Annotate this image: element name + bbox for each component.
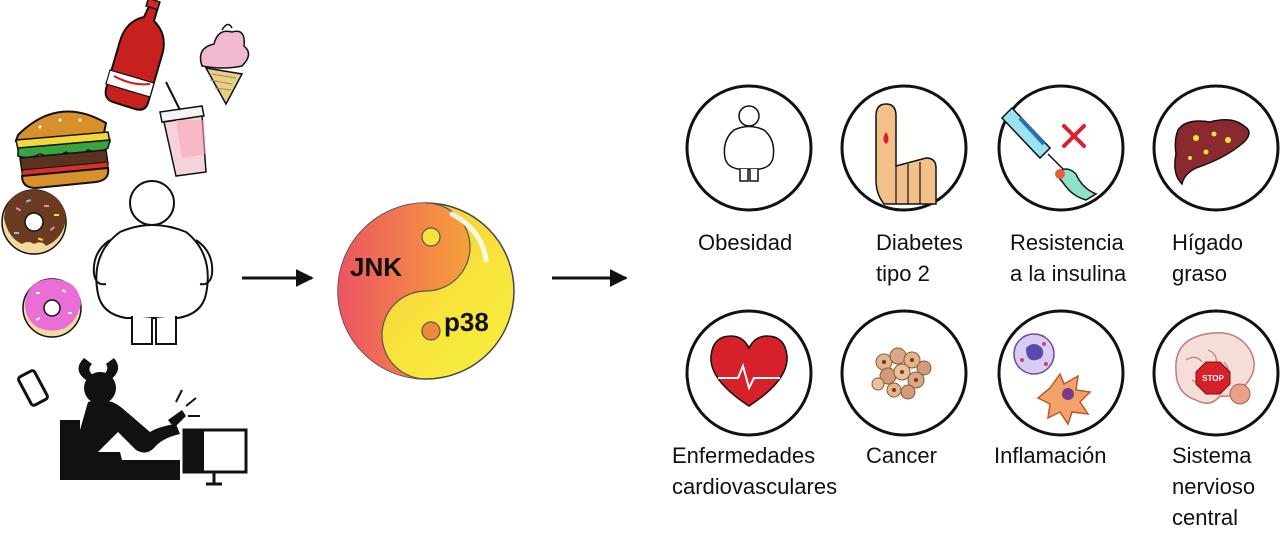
couch-potato-icon [60,358,200,480]
ice-cream-icon [199,23,250,106]
chocolate-donut-icon [1,189,67,255]
condition-label-insulina: Resistencia a la insulina [1010,227,1126,289]
obese-person-icon [723,105,775,182]
brain-stop-icon: STOP [1175,332,1255,405]
syringe-cross-icon [1000,106,1098,201]
phone-icon [17,369,49,407]
insulin-circle [997,84,1125,212]
obese-person-icon [92,180,214,345]
burger-icon [14,110,111,190]
tumor-cells-icon [871,347,932,400]
cola-bottle-icon [104,0,165,111]
condition-label-higado: Hígado graso [1172,227,1243,289]
label-line: tipo 2 [876,261,930,286]
inflammation-circle [997,309,1125,437]
pink-donut-icon [22,278,82,338]
label-line: central [1172,505,1239,530]
condition-label-cns: Sistema nervioso central [1172,440,1255,533]
label-line: Inflamación [994,443,1107,468]
condition-label-diabetes: Diabetes tipo 2 [876,227,963,289]
jnk-dot [421,227,441,247]
condition-label-obesidad: Obesidad [698,227,792,258]
blood-drop-finger-icon [875,103,937,205]
p38-dot [421,321,441,341]
label-line: Enfermedades [672,443,816,468]
yin-yang-symbol: JNK p38 [337,202,515,380]
jnk-label: JNK [350,252,402,282]
label-line: cardiovasculares [672,474,838,499]
condition-label-cardio: Enfermedades cardiovasculares [672,440,837,502]
label-line: Hígado [1172,230,1243,255]
soda-cup-icon [159,81,207,177]
p38-label: p38 [444,307,489,337]
label-line: Cancer [866,443,937,468]
label-line: a la insulina [1010,261,1127,286]
tv-icon [182,428,248,486]
label-line: Sistema [1172,443,1252,468]
heart-ecg-icon [710,335,788,407]
label-line: Obesidad [698,230,793,255]
label-line: Resistencia [1010,230,1124,255]
label-line: Diabetes [876,230,963,255]
condition-label-inflamacion: Inflamación [994,440,1107,471]
label-line: graso [1172,261,1228,286]
label-line: nervioso [1172,474,1256,499]
condition-label-cancer: Cancer [866,440,937,471]
stop-sign-text: STOP [1202,374,1224,383]
immune-cells-icon [1013,333,1092,426]
fatty-liver-icon [1174,119,1250,186]
